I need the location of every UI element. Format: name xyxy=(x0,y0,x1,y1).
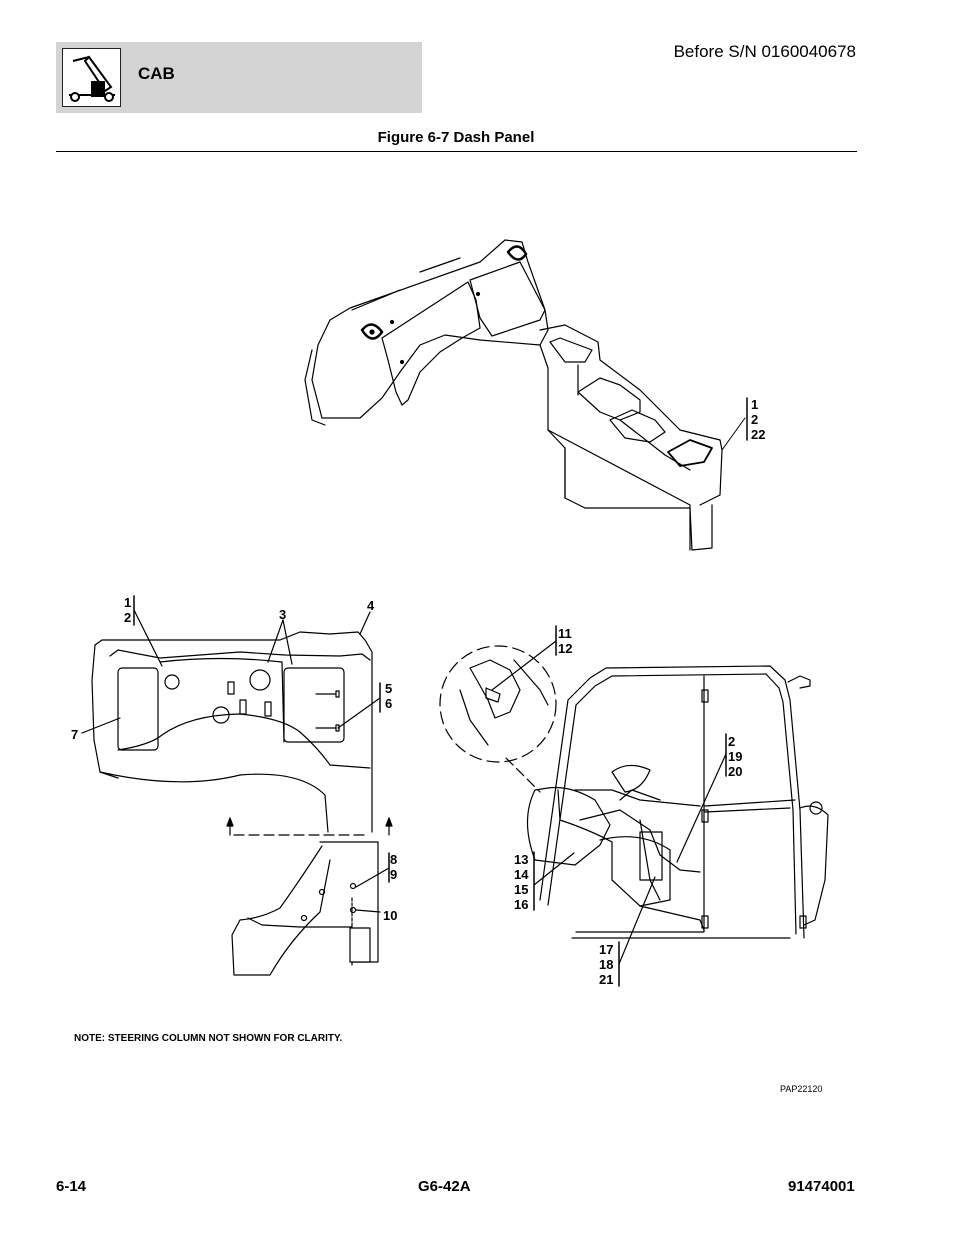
callout-panel-3: 3 xyxy=(279,607,287,622)
callout-panel-1-2: 1 2 xyxy=(124,595,132,625)
lower-dash-section xyxy=(231,841,390,976)
section-title: CAB xyxy=(138,64,175,83)
cab-view xyxy=(439,625,829,987)
serial-number-note: Before S/N 0160040678 xyxy=(673,42,856,61)
drawing-reference: PAP22120 xyxy=(780,1084,823,1094)
figure-note: NOTE: STEERING COLUMN NOT SHOWN FOR CLAR… xyxy=(74,1033,343,1044)
isometric-dash-panel xyxy=(304,239,748,551)
header-rule xyxy=(56,151,857,152)
model-number: G6-42A xyxy=(418,1178,471,1195)
callout-cab-2-19-20: 2 19 20 xyxy=(728,734,743,779)
telehandler-logo-icon xyxy=(62,48,121,107)
callout-lower-8-9: 8 9 xyxy=(390,852,398,882)
callout-top-console: 1 2 22 xyxy=(751,397,766,442)
callout-cab-13-16: 13 14 15 16 xyxy=(514,852,529,912)
section-header: CAB xyxy=(56,42,422,113)
document-number: 91474001 xyxy=(788,1178,855,1195)
figure-title: Figure 6-7 Dash Panel xyxy=(377,129,535,146)
page-number: 6-14 xyxy=(56,1178,87,1195)
callout-lower-10: 10 xyxy=(383,908,398,923)
callout-panel-7: 7 xyxy=(71,727,79,742)
callout-panel-5-6: 5 6 xyxy=(385,681,393,711)
callout-panel-4: 4 xyxy=(367,598,375,613)
front-dash-panel-view xyxy=(81,595,393,836)
callout-cab-11-12: 11 12 xyxy=(558,626,573,656)
callout-cab-17-21: 17 18 21 xyxy=(599,942,614,987)
